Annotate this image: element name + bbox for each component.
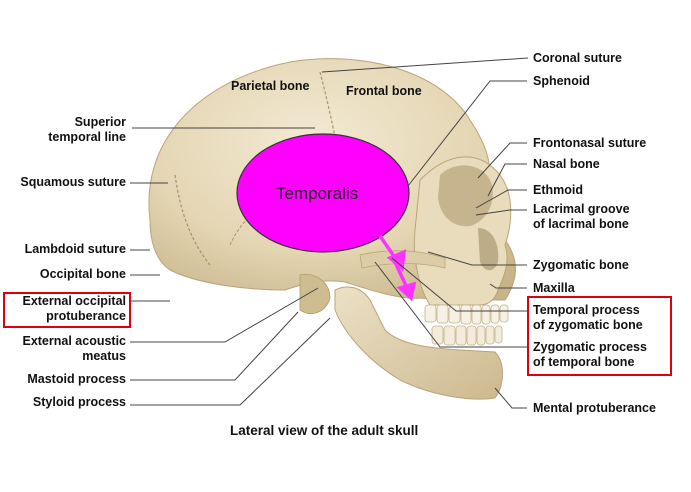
temporal-process-label-line2: of zygomatic bone (533, 318, 643, 332)
mastoid-process-label: Mastoid process (27, 372, 126, 386)
zygomatic-process-label: Zygomatic process of temporal bone (533, 340, 647, 370)
styloid-process-label: Styloid process (32, 395, 126, 409)
lambdoid-suture-label: Lambdoid suture (24, 242, 126, 256)
frontonasal-suture-label: Frontonasal suture (533, 136, 647, 150)
temporal-process-label-line1: Temporal process (533, 303, 640, 317)
leader-lines (130, 57, 529, 409)
maxilla-label: Maxilla (533, 281, 575, 295)
nasal-opening-shape (478, 228, 499, 271)
temporal-zygomatic-process-highlight-box (527, 296, 672, 376)
external-acoustic-meatus-label-line1: External acoustic (22, 334, 126, 348)
lambdoid-suture-line (174, 174, 211, 266)
zygomatic-bone-label: Zygomatic bone (533, 258, 629, 272)
squamous-suture-label: Squamous suture (20, 175, 126, 189)
temporalis-label: Temporalis (276, 184, 359, 203)
orbit-shape (438, 165, 493, 227)
ethmoid-label: Ethmoid (533, 183, 583, 197)
external-occipital-protuberance-label-line2: protuberance (46, 309, 126, 323)
external-occipital-protuberance-label: External occipital protuberance (22, 294, 126, 324)
temporal-process-label: Temporal process of zygomatic bone (533, 303, 643, 333)
lacrimal-groove-label: Lacrimal groove of lacrimal bone (533, 202, 630, 232)
zygomatic-process-label-line2: of temporal bone (533, 355, 635, 369)
external-acoustic-meatus-label: External acoustic meatus (22, 334, 126, 364)
mastoid-shape (299, 274, 331, 314)
lower-teeth (431, 325, 503, 346)
sphenoid-label: Sphenoid (533, 74, 590, 88)
external-occipital-protuberance-highlight-box (3, 292, 131, 328)
zygomatic-process-label-line1: Zygomatic process (533, 340, 647, 354)
external-occipital-protuberance-label-line1: External occipital (22, 294, 126, 308)
superior-temporal-line-label-line1: Superior (74, 115, 126, 129)
occipital-bone-label: Occipital bone (39, 267, 126, 281)
temporalis-arrows (378, 235, 417, 302)
upper-teeth (424, 304, 509, 325)
external-acoustic-meatus-label-line2: meatus (82, 349, 126, 363)
mandible-shape (334, 286, 503, 400)
nasal-bone-label: Nasal bone (533, 157, 600, 171)
mental-protuberance-label: Mental protuberance (533, 401, 656, 415)
lacrimal-groove-label-line1: Lacrimal groove (533, 202, 630, 216)
lacrimal-groove-label-line2: of lacrimal bone (533, 217, 629, 231)
superior-temporal-line-label: Superior temporal line (48, 115, 126, 145)
figure-caption: Lateral view of the adult skull (230, 423, 419, 438)
frontal-bone-label: Frontal bone (346, 84, 422, 98)
superior-temporal-line-label-line2: temporal line (48, 130, 126, 144)
coronal-suture-label: Coronal suture (533, 51, 622, 65)
parietal-bone-label: Parietal bone (231, 79, 310, 93)
temporalis-muscle-shape (236, 133, 410, 253)
